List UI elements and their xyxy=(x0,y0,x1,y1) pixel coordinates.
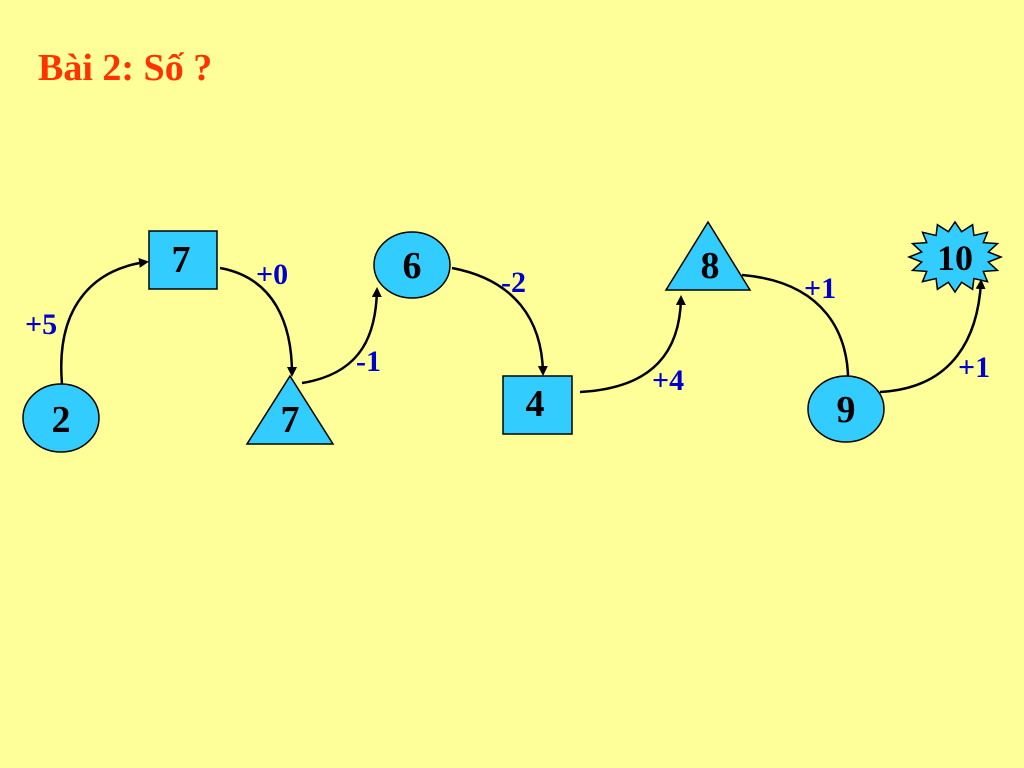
arrow-3 xyxy=(301,287,382,385)
node-square: 4 xyxy=(502,375,573,435)
operation-label: -2 xyxy=(501,266,526,299)
operation-label: +1 xyxy=(804,272,836,305)
operation-label: -1 xyxy=(356,345,381,378)
arrow-2 xyxy=(219,266,297,377)
node-value: 6 xyxy=(403,245,422,287)
node-circle: 6 xyxy=(373,231,451,299)
arrow-6 xyxy=(741,273,854,389)
node-triangle: 7 xyxy=(245,374,335,445)
node-circle: 2 xyxy=(22,383,100,453)
node-starburst: 10 xyxy=(906,220,1004,294)
node-value: 8 xyxy=(701,245,720,287)
arrow-1 xyxy=(60,257,149,385)
operation-label: +4 xyxy=(652,364,684,397)
node-square: 7 xyxy=(148,230,218,290)
node-value: 2 xyxy=(52,399,71,441)
node-value: 10 xyxy=(937,238,973,278)
node-triangle: 8 xyxy=(664,220,752,291)
operation-label: +1 xyxy=(958,351,990,384)
operation-label: +0 xyxy=(256,258,288,291)
arrow-4 xyxy=(451,266,548,376)
arrow-7 xyxy=(879,279,986,394)
node-circle: 9 xyxy=(807,375,885,443)
page-title: Bài 2: Số ? xyxy=(38,47,213,89)
operation-label: +5 xyxy=(25,308,57,341)
node-value: 4 xyxy=(526,383,545,425)
node-value: 7 xyxy=(172,239,191,281)
node-value: 9 xyxy=(837,389,856,431)
arrow-5 xyxy=(579,295,686,394)
node-value: 7 xyxy=(281,399,300,441)
